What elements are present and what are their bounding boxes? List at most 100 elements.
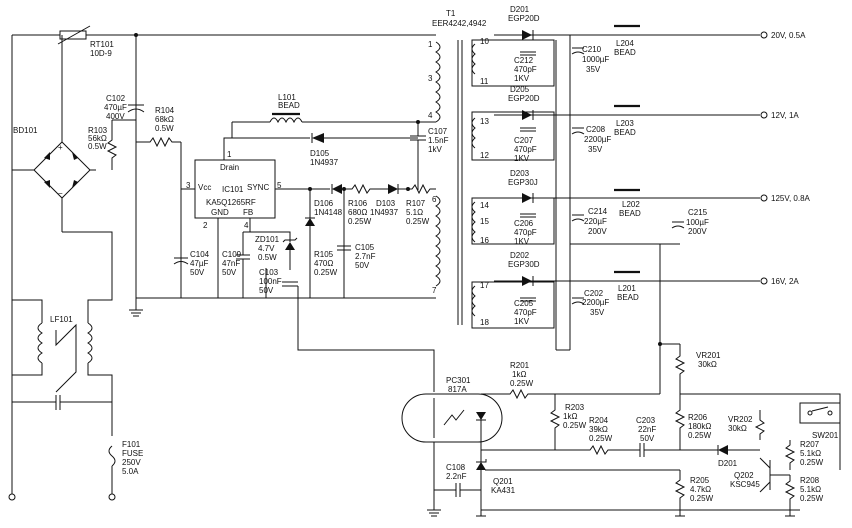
svg-text:30kΩ: 30kΩ <box>698 360 717 369</box>
svg-text:35V: 35V <box>588 145 603 154</box>
c103-capacitor: C103 100nF 50V <box>259 268 298 298</box>
svg-text:D201: D201 <box>510 5 530 14</box>
output-20v: 10 11 D201 EGP20D C212 470pF 1KV C210 10… <box>471 5 806 87</box>
svg-text:GND: GND <box>211 208 229 217</box>
svg-text:BD101: BD101 <box>13 126 38 135</box>
feedback-section: PC301 817A R201 1kΩ 0.25W VR201 30kΩ R20… <box>401 244 841 517</box>
svg-text:1000µF: 1000µF <box>582 55 609 64</box>
vr202-trimmer: VR202 30kΩ <box>728 410 765 440</box>
svg-text:0.5W: 0.5W <box>155 124 174 133</box>
r204-resistor: R204 39kΩ 0.25W <box>580 416 640 456</box>
d105-diode: D105 1N4937 <box>232 133 418 167</box>
svg-text:50V: 50V <box>355 261 370 270</box>
svg-text:11: 11 <box>480 77 489 86</box>
svg-text:KSC945: KSC945 <box>730 480 760 489</box>
svg-text:10: 10 <box>480 37 489 46</box>
svg-text:4: 4 <box>244 221 249 230</box>
svg-text:125V, 0.8A: 125V, 0.8A <box>771 194 811 203</box>
svg-text:BEAD: BEAD <box>278 101 300 110</box>
c104-capacitor: C104 47µF 50V <box>173 250 210 277</box>
zd101-zener: ZD101 4.7V 0.5W <box>255 235 298 270</box>
svg-text:817A: 817A <box>448 385 467 394</box>
svg-text:5.0A: 5.0A <box>122 467 139 476</box>
svg-text:EGP20D: EGP20D <box>508 14 540 23</box>
output-16v: 17 18 D202 EGP30D C205 470pF 1KV C202 22… <box>471 251 799 329</box>
svg-text:5.1kΩ: 5.1kΩ <box>800 485 821 494</box>
svg-text:1KV: 1KV <box>514 154 530 163</box>
svg-text:1KV: 1KV <box>514 74 530 83</box>
svg-text:D202: D202 <box>510 251 530 260</box>
svg-text:2.2nF: 2.2nF <box>446 472 467 481</box>
svg-text:R205: R205 <box>690 476 710 485</box>
r203-resistor: R203 1kΩ 0.25W <box>549 394 587 450</box>
svg-text:0.5W: 0.5W <box>258 253 277 262</box>
svg-text:470pF: 470pF <box>514 228 537 237</box>
svg-text:Drain: Drain <box>220 163 239 172</box>
r104-resistor: R104 68kΩ 0.5W <box>136 106 182 298</box>
svg-text:R107: R107 <box>406 199 426 208</box>
svg-text:680Ω: 680Ω <box>348 208 367 217</box>
svg-text:EER4242,4942: EER4242,4942 <box>432 19 487 28</box>
svg-text:EGP30D: EGP30D <box>508 260 540 269</box>
svg-text:1.5nF: 1.5nF <box>428 136 449 145</box>
svg-text:200V: 200V <box>588 227 607 236</box>
svg-text:F101: F101 <box>122 440 141 449</box>
svg-text:0.5W: 0.5W <box>88 142 107 151</box>
svg-text:R201: R201 <box>510 361 530 370</box>
svg-text:C103: C103 <box>259 268 279 277</box>
svg-text:100µF: 100µF <box>686 218 709 227</box>
svg-text:2: 2 <box>203 221 208 230</box>
svg-text:L101: L101 <box>278 93 296 102</box>
svg-text:1KV: 1KV <box>514 237 530 246</box>
svg-text:0.25W: 0.25W <box>314 268 338 277</box>
svg-text:6: 6 <box>432 195 437 204</box>
svg-text:68kΩ: 68kΩ <box>155 115 174 124</box>
svg-text:IC101: IC101 <box>222 185 244 194</box>
svg-text:56kΩ: 56kΩ <box>88 134 107 143</box>
svg-text:L202: L202 <box>622 200 640 209</box>
svg-text:18: 18 <box>480 318 489 327</box>
svg-text:35V: 35V <box>590 308 605 317</box>
svg-text:50V: 50V <box>259 286 274 295</box>
sw201-switch: SW201 <box>799 402 841 440</box>
svg-text:15: 15 <box>480 217 489 226</box>
svg-text:1KV: 1KV <box>514 317 530 326</box>
svg-text:L201: L201 <box>618 284 636 293</box>
svg-text:12: 12 <box>480 151 489 160</box>
svg-text:2200µF: 2200µF <box>582 298 609 307</box>
svg-text:470pF: 470pF <box>514 308 537 317</box>
svg-text:C208: C208 <box>586 125 606 134</box>
svg-text:1kΩ: 1kΩ <box>563 412 577 421</box>
svg-text:SW201: SW201 <box>812 431 839 440</box>
svg-text:D201: D201 <box>718 459 738 468</box>
svg-text:220µF: 220µF <box>584 217 607 226</box>
svg-text:1kV: 1kV <box>428 145 442 154</box>
svg-text:D205: D205 <box>510 85 530 94</box>
svg-text:R204: R204 <box>589 416 609 425</box>
svg-text:47µF: 47µF <box>190 259 209 268</box>
svg-text:17: 17 <box>480 281 489 290</box>
svg-text:−: − <box>58 189 63 198</box>
svg-text:C205: C205 <box>514 299 534 308</box>
c105-capacitor: C105 2.7nF 50V <box>337 243 376 270</box>
svg-text:0.25W: 0.25W <box>800 458 824 467</box>
r103-resistor: R103 56kΩ 0.5W <box>88 119 136 170</box>
r105-resistor: R105 470Ω 0.25W <box>314 250 338 277</box>
svg-text:D203: D203 <box>510 169 530 178</box>
svg-text:R208: R208 <box>800 476 820 485</box>
svg-text:R106: R106 <box>348 199 368 208</box>
svg-text:C206: C206 <box>514 219 534 228</box>
d201-diode: D201 <box>680 445 760 468</box>
svg-text:5: 5 <box>277 181 282 190</box>
svg-text:4.7V: 4.7V <box>258 244 275 253</box>
svg-text:0.25W: 0.25W <box>348 217 372 226</box>
d103-diode: D103 1N4937 <box>370 184 408 217</box>
r208-resistor: R208 5.1kΩ 0.25W <box>784 475 824 510</box>
svg-text:C107: C107 <box>428 127 448 136</box>
svg-text:C203: C203 <box>636 416 656 425</box>
r106-resistor: R106 680Ω 0.25W <box>344 183 378 226</box>
svg-text:C214: C214 <box>588 207 608 216</box>
output-125v: 14 15 16 D203 EGP30J C206 470pF 1KV C214… <box>471 169 811 246</box>
svg-text:C207: C207 <box>514 136 534 145</box>
c102-capacitor: C102 470µF 400V <box>104 94 145 121</box>
